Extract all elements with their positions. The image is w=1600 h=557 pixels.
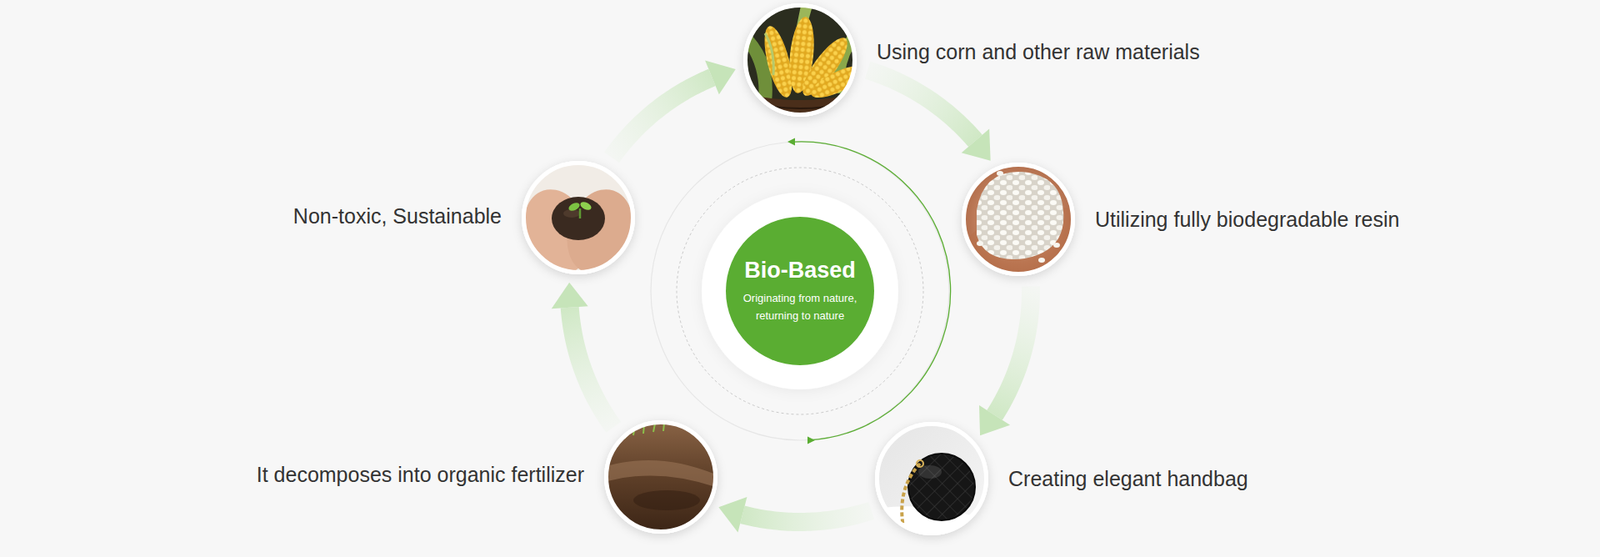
- photo-circle: Using corn and other raw materials: [743, 3, 857, 117]
- photo-circle: Utilizing fully biodegradable resin: [961, 162, 1075, 276]
- photo-frame: [604, 420, 718, 534]
- resin-photo: [958, 162, 1075, 280]
- node-outline: [961, 162, 1075, 276]
- photo-circle: It decomposes into organic fertilizer: [604, 420, 718, 534]
- resin-photo: [1053, 242, 1060, 248]
- node-outline: [604, 420, 718, 534]
- photo-border: [877, 424, 987, 534]
- node-outline: [743, 3, 857, 117]
- photo-border: [745, 5, 855, 115]
- node-outline: [725, 216, 875, 365]
- cycle-arrowhead: [787, 138, 795, 146]
- handbag-photo: [916, 460, 924, 467]
- photo-border: [606, 422, 716, 532]
- cycle-arrow: [979, 285, 1031, 435]
- arrow-head: [705, 60, 736, 95]
- outer-ring: [650, 141, 950, 440]
- hub-fill: [725, 216, 875, 365]
- cycle-arrow: [551, 282, 615, 428]
- photo-border: [524, 163, 634, 273]
- step-label: Non-toxic, Sustainable: [293, 203, 502, 229]
- resin-photo: [976, 240, 984, 246]
- dashed-ring: [676, 167, 924, 415]
- arrow-body: [867, 70, 975, 141]
- cycle-arrowhead: [807, 436, 815, 445]
- arrow-head: [718, 496, 747, 533]
- corn-photo: [741, 1, 870, 117]
- arrow-head: [551, 282, 589, 310]
- step-label: Utilizing fully biodegradable resin: [1095, 206, 1400, 232]
- hands-photo: [579, 208, 582, 219]
- step-label: Using corn and other raw materials: [876, 39, 1200, 65]
- hands-photo: [579, 200, 593, 211]
- resin-photo: [1038, 257, 1045, 263]
- step-label: It decomposes into organic fertilizer: [256, 461, 585, 487]
- resin-photo: [996, 170, 1004, 176]
- node-outline: [521, 160, 635, 275]
- arrow-body: [611, 77, 712, 158]
- hub-subtitle: Originating from nature, returning to na…: [737, 290, 863, 325]
- step-label: Creating elegant handbag: [1008, 465, 1249, 491]
- hands-photo: [513, 160, 644, 283]
- hub-text-wrap: Bio-BasedOriginating from nature, return…: [725, 216, 875, 365]
- arrow-head: [961, 129, 991, 161]
- photo-frame: [961, 162, 1075, 276]
- hub-rings: [650, 138, 951, 445]
- cycle-arrow: [718, 496, 871, 533]
- handbag-photo: [875, 421, 989, 535]
- arrow-body: [742, 510, 872, 522]
- soil-photo: [604, 420, 718, 534]
- arrow-head: [979, 405, 1010, 435]
- resin-photo: [961, 162, 1075, 276]
- photo-circle: Creating elegant handbag: [875, 421, 989, 535]
- soil-photo: [604, 460, 718, 488]
- corn-photo: [765, 33, 774, 75]
- photo-shadows: [521, 3, 1075, 535]
- photo-frame: [875, 421, 989, 535]
- hub-title: Bio-Based: [744, 256, 856, 284]
- soil-photo: [604, 420, 718, 534]
- arrow-body: [995, 285, 1031, 415]
- photo-circle: Non-toxic, Sustainable: [521, 160, 635, 275]
- white-ring: [701, 192, 899, 390]
- node-outline: [875, 421, 989, 535]
- arrow-body: [570, 307, 615, 428]
- cycle-arrow: [867, 70, 991, 161]
- hub-circle: Bio-BasedOriginating from nature, return…: [725, 216, 875, 365]
- soil-photo: [633, 490, 700, 510]
- hands-photo: [551, 196, 605, 240]
- cycle-arrow: [611, 60, 736, 158]
- resin-photo: [976, 171, 1064, 260]
- hands-photo: [567, 200, 581, 212]
- handbag-photo: [875, 421, 989, 535]
- photo-border: [964, 165, 1074, 275]
- handbag-photo: [901, 463, 920, 527]
